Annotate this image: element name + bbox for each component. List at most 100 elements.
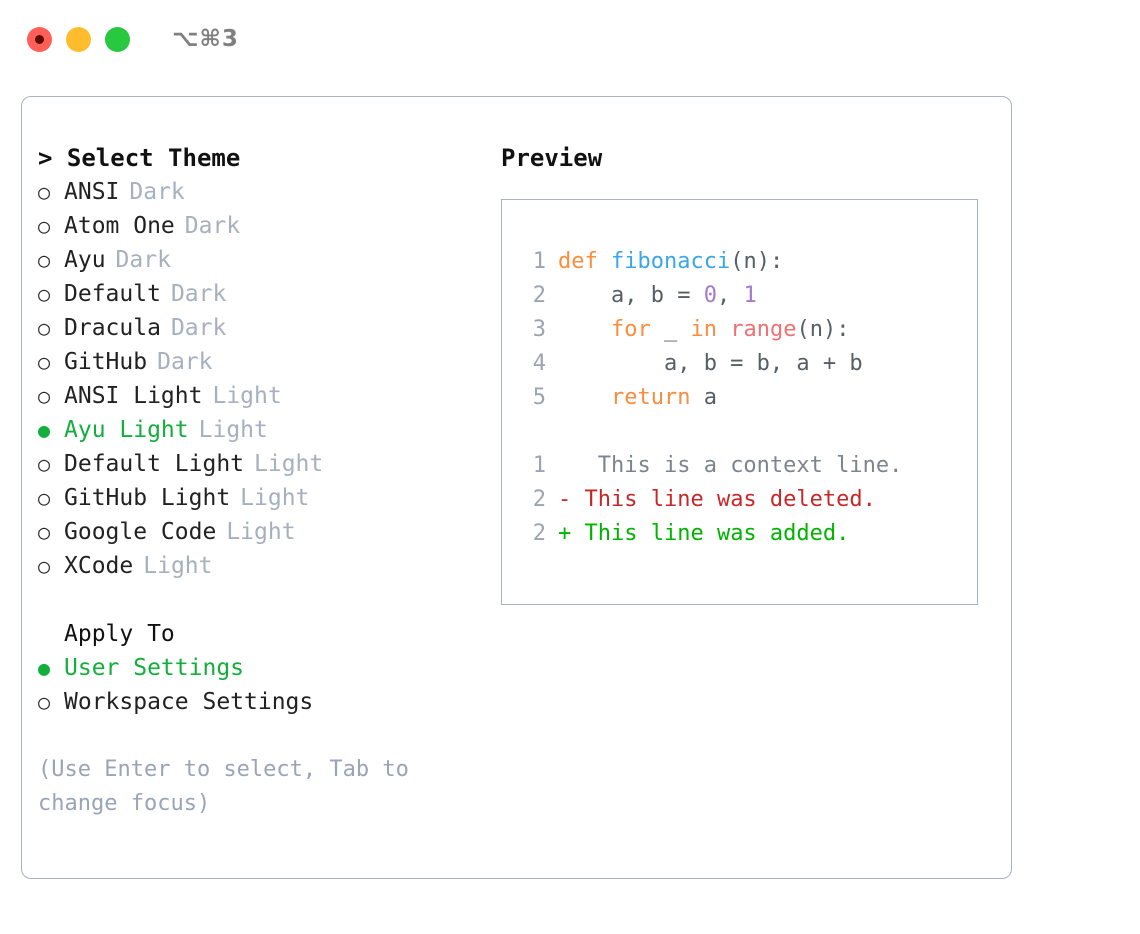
close-window-button[interactable] bbox=[27, 26, 52, 52]
theme-option-label: Default Light bbox=[64, 451, 245, 477]
theme-option-variant-tag: Light bbox=[198, 417, 268, 443]
code-line-number: 4 bbox=[532, 351, 546, 376]
radio-unselected-icon: ○ bbox=[38, 554, 51, 578]
theme-option-variant-tag: Light bbox=[143, 553, 213, 579]
apply-to-option-workspace-settings[interactable]: ○ Workspace Settings bbox=[38, 685, 478, 719]
code-line-content: a, b = 0, 1 bbox=[558, 279, 757, 313]
code-token-fn: fibonacci bbox=[610, 249, 731, 274]
theme-option-label: Ayu bbox=[64, 247, 106, 273]
minimize-window-button[interactable] bbox=[66, 26, 91, 52]
theme-option-xcode[interactable]: ○ XCode Light bbox=[38, 549, 478, 583]
code-token-def: a, b = bbox=[558, 283, 704, 308]
code-token-bi: range bbox=[730, 317, 797, 342]
code-token-punc: (n): bbox=[796, 317, 850, 342]
theme-option-default[interactable]: ○ Default Dark bbox=[38, 277, 478, 311]
diff-marker: + bbox=[558, 521, 572, 546]
radio-unselected-icon: ○ bbox=[38, 520, 51, 544]
radio-unselected-icon: ○ bbox=[38, 350, 51, 374]
theme-option-ayu-light[interactable]: ● Ayu Light Light bbox=[38, 413, 478, 447]
radio-unselected-icon: ○ bbox=[38, 384, 51, 408]
theme-option-google-code[interactable]: ○ Google Code Light bbox=[38, 515, 478, 549]
theme-option-label: GitHub bbox=[64, 349, 148, 375]
theme-option-label: Atom One bbox=[64, 213, 175, 239]
keyboard-hint-text: (Use Enter to select, Tab to change focu… bbox=[38, 757, 423, 816]
diff-marker bbox=[558, 449, 571, 483]
diff-marker: - bbox=[558, 487, 572, 512]
radio-unselected-icon: ○ bbox=[38, 180, 51, 204]
code-token-def: _ bbox=[663, 317, 691, 342]
code-token-kw: in bbox=[690, 317, 731, 342]
code-token-num: 0 bbox=[703, 283, 717, 308]
diff-line-content: This line was deleted. bbox=[571, 487, 876, 512]
apply-to-option-user-settings[interactable]: ●User Settings bbox=[38, 651, 478, 685]
code-token-num: 1 bbox=[743, 283, 757, 308]
code-token-kw: for bbox=[558, 317, 664, 342]
code-line-content: a, b = b, a + b bbox=[558, 347, 863, 381]
diff-line-content: This is a context line. bbox=[571, 453, 903, 478]
theme-option-ansi-light[interactable]: ○ ANSI Light Light bbox=[38, 379, 478, 413]
traffic-light-group bbox=[27, 26, 130, 52]
diff-line-number: 2 bbox=[532, 521, 546, 546]
theme-option-variant-tag: Light bbox=[212, 383, 282, 409]
select-theme-heading: > Select Theme bbox=[38, 144, 241, 172]
theme-option-variant-tag: Dark bbox=[157, 349, 213, 375]
diff-line-ctx: 1 This is a context line. bbox=[516, 449, 971, 483]
theme-option-atom-one[interactable]: ○ Atom One Dark bbox=[38, 209, 478, 243]
radio-unselected-icon: ○ bbox=[38, 248, 51, 272]
theme-option-variant-tag: Dark bbox=[184, 213, 241, 239]
radio-selected-icon: ● bbox=[38, 418, 51, 442]
preview-heading: Preview bbox=[501, 144, 603, 172]
theme-option-ayu[interactable]: ○ Ayu Dark bbox=[38, 243, 478, 277]
maximize-window-button[interactable] bbox=[105, 26, 130, 52]
code-line-content: return a bbox=[558, 381, 717, 415]
radio-selected-icon: ● bbox=[38, 656, 51, 680]
code-token-kw: def bbox=[558, 249, 611, 274]
radio-unselected-icon: ○ bbox=[38, 316, 51, 340]
radio-unselected-icon: ○ bbox=[38, 690, 51, 714]
theme-option-label: Ayu Light bbox=[64, 417, 189, 443]
radio-unselected-icon: ○ bbox=[38, 486, 51, 510]
diff-line-number: 1 bbox=[532, 453, 546, 478]
code-line-number: 2 bbox=[532, 283, 546, 308]
code-token-punc: (n): bbox=[730, 249, 784, 274]
theme-option-label: ANSI Light bbox=[64, 383, 203, 409]
diff-line-number: 2 bbox=[532, 487, 546, 512]
theme-option-variant-tag: Dark bbox=[170, 281, 227, 307]
code-line: 3 for _ in range(n): bbox=[516, 313, 971, 347]
code-token-def: , bbox=[716, 283, 744, 308]
radio-unselected-icon: ○ bbox=[38, 214, 51, 238]
list-spacer bbox=[38, 583, 478, 617]
theme-option-label: ANSI bbox=[64, 179, 120, 205]
theme-option-variant-tag: Dark bbox=[115, 247, 171, 273]
theme-option-github[interactable]: ○ GitHub Dark bbox=[38, 345, 478, 379]
code-line: 4 a, b = b, a + b bbox=[516, 347, 971, 381]
code-line-number: 5 bbox=[532, 385, 546, 410]
code-token-def: a bbox=[703, 385, 717, 410]
theme-option-label: Google Code bbox=[64, 519, 217, 545]
diff-line-add: 2+ This line was added. bbox=[516, 517, 971, 551]
theme-option-label: Default bbox=[64, 281, 161, 307]
apply-to-heading: Apply To bbox=[64, 621, 175, 647]
theme-option-variant-tag: Light bbox=[226, 519, 296, 545]
apply-to-option-list: ●User Settings ○ Workspace Settings bbox=[38, 651, 478, 719]
theme-option-label: XCode bbox=[64, 553, 134, 579]
radio-unselected-icon: ○ bbox=[38, 282, 51, 306]
diff-line-del: 2- This line was deleted. bbox=[516, 483, 971, 517]
code-line: 2 a, b = 0, 1 bbox=[516, 279, 971, 313]
code-diff-separator bbox=[516, 415, 971, 449]
code-token-kw: return bbox=[558, 385, 704, 410]
theme-option-label: Dracula bbox=[64, 315, 161, 341]
apply-to-option-label: Workspace Settings bbox=[64, 689, 314, 715]
